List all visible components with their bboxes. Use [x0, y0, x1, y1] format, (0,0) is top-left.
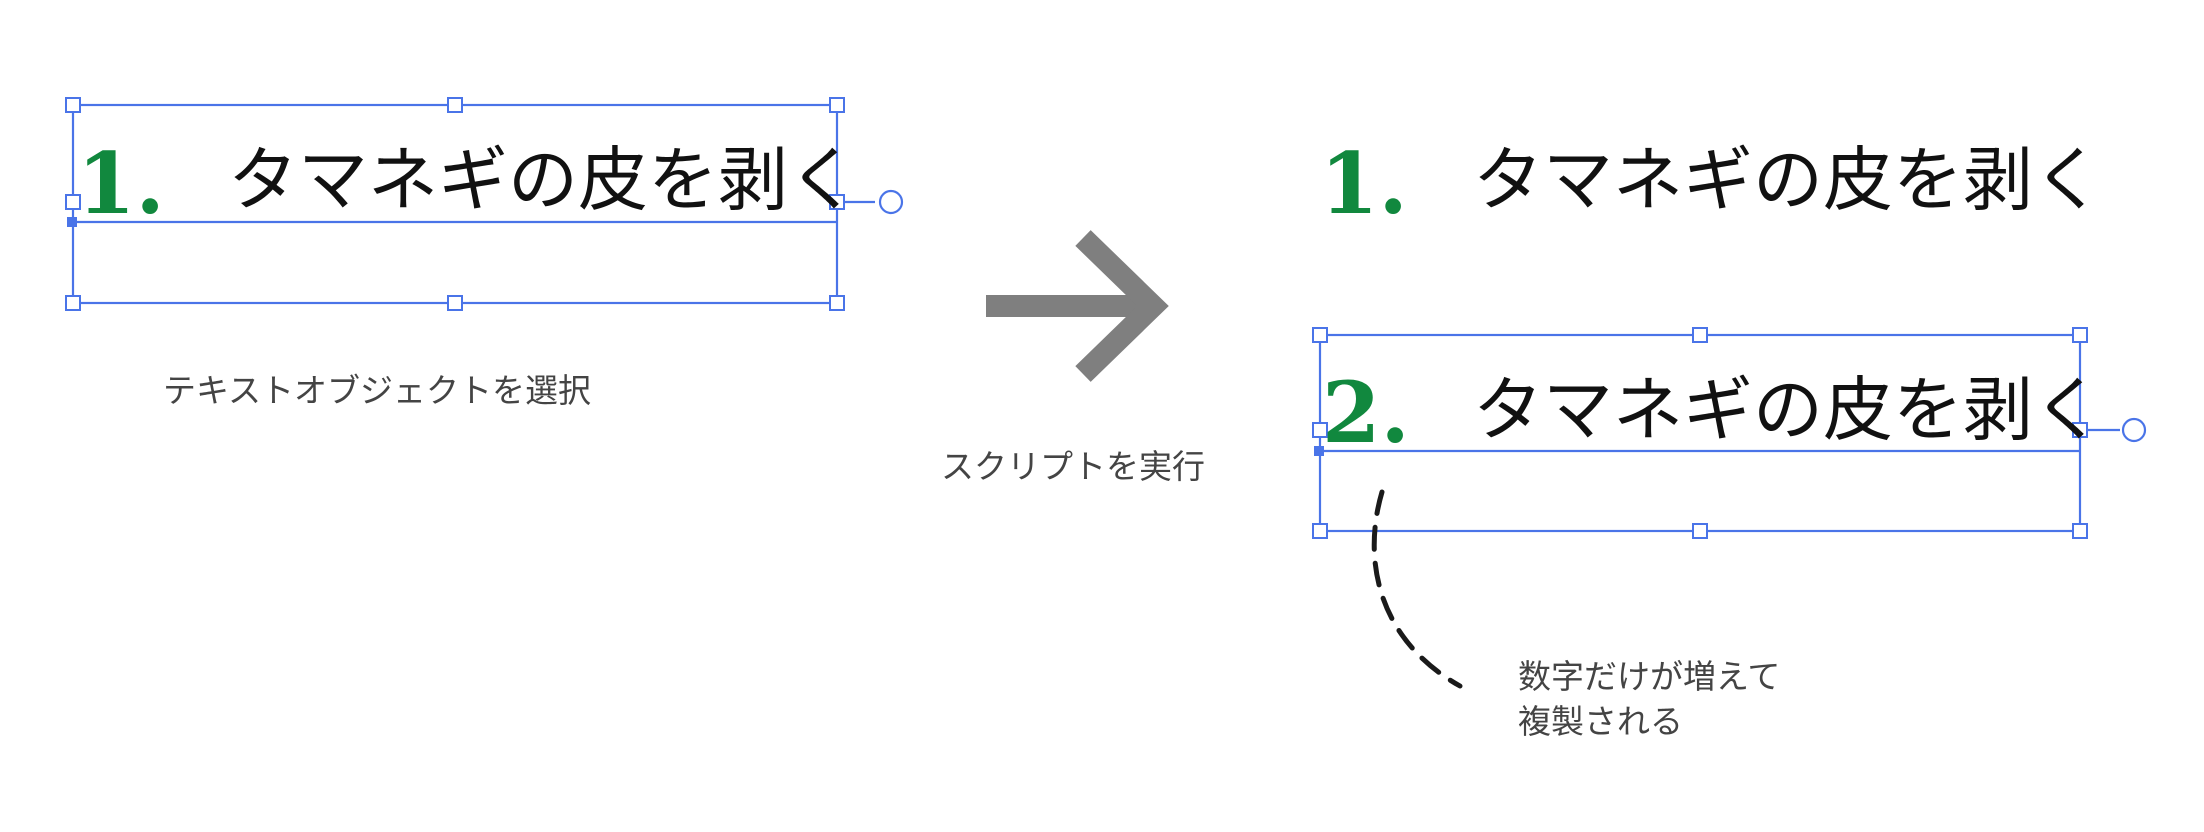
after-original-text-object: 1. タマネギの皮を剥く	[1320, 134, 2103, 233]
run-script-caption: スクリプトを実行	[941, 447, 1205, 486]
resize-handle-top-right[interactable]	[2072, 327, 2088, 343]
result-note-line1: 数字だけが増えて	[1518, 657, 1780, 696]
list-number: 1.	[1320, 134, 1408, 233]
resize-handle-bottom-left[interactable]	[65, 295, 81, 311]
list-number: 2.	[1322, 363, 1410, 462]
arrow-right-icon	[986, 230, 1169, 382]
list-item-text: タマネギの皮を剥く	[228, 139, 858, 221]
resize-handle-top-right[interactable]	[829, 97, 845, 113]
after-duplicated-text-object[interactable]: 2. タマネギの皮を剥く	[1312, 327, 2147, 539]
list-number: 1.	[77, 134, 165, 233]
rotate-handle[interactable]	[2121, 417, 2147, 443]
before-selected-text-object[interactable]: 1. タマネギの皮を剥く	[65, 97, 904, 311]
resize-handle-middle-left[interactable]	[1312, 422, 1328, 438]
result-note-line2: 複製される	[1518, 702, 1683, 741]
resize-handle-middle-left[interactable]	[65, 194, 81, 210]
resize-handle-top-left[interactable]	[1312, 327, 1328, 343]
text-anchor-point	[1314, 446, 1324, 456]
list-item-text: タマネギの皮を剥く	[1473, 139, 2103, 221]
list-item-text: タマネギの皮を剥く	[1473, 369, 2103, 451]
resize-handle-middle-right[interactable]	[829, 194, 845, 210]
callout-dashed-curve	[1371, 489, 1463, 689]
select-caption: テキストオブジェクトを選択	[163, 371, 591, 410]
resize-handle-top-center[interactable]	[1692, 327, 1708, 343]
resize-handle-bottom-center[interactable]	[447, 295, 463, 311]
resize-handle-top-center[interactable]	[447, 97, 463, 113]
resize-handle-middle-right[interactable]	[2072, 422, 2088, 438]
resize-handle-bottom-left[interactable]	[1312, 523, 1328, 539]
text-anchor-point	[67, 217, 77, 227]
resize-handle-bottom-right[interactable]	[829, 295, 845, 311]
resize-handle-bottom-center[interactable]	[1692, 523, 1708, 539]
resize-handle-top-left[interactable]	[65, 97, 81, 113]
rotate-handle[interactable]	[878, 189, 904, 215]
resize-handle-bottom-right[interactable]	[2072, 523, 2088, 539]
